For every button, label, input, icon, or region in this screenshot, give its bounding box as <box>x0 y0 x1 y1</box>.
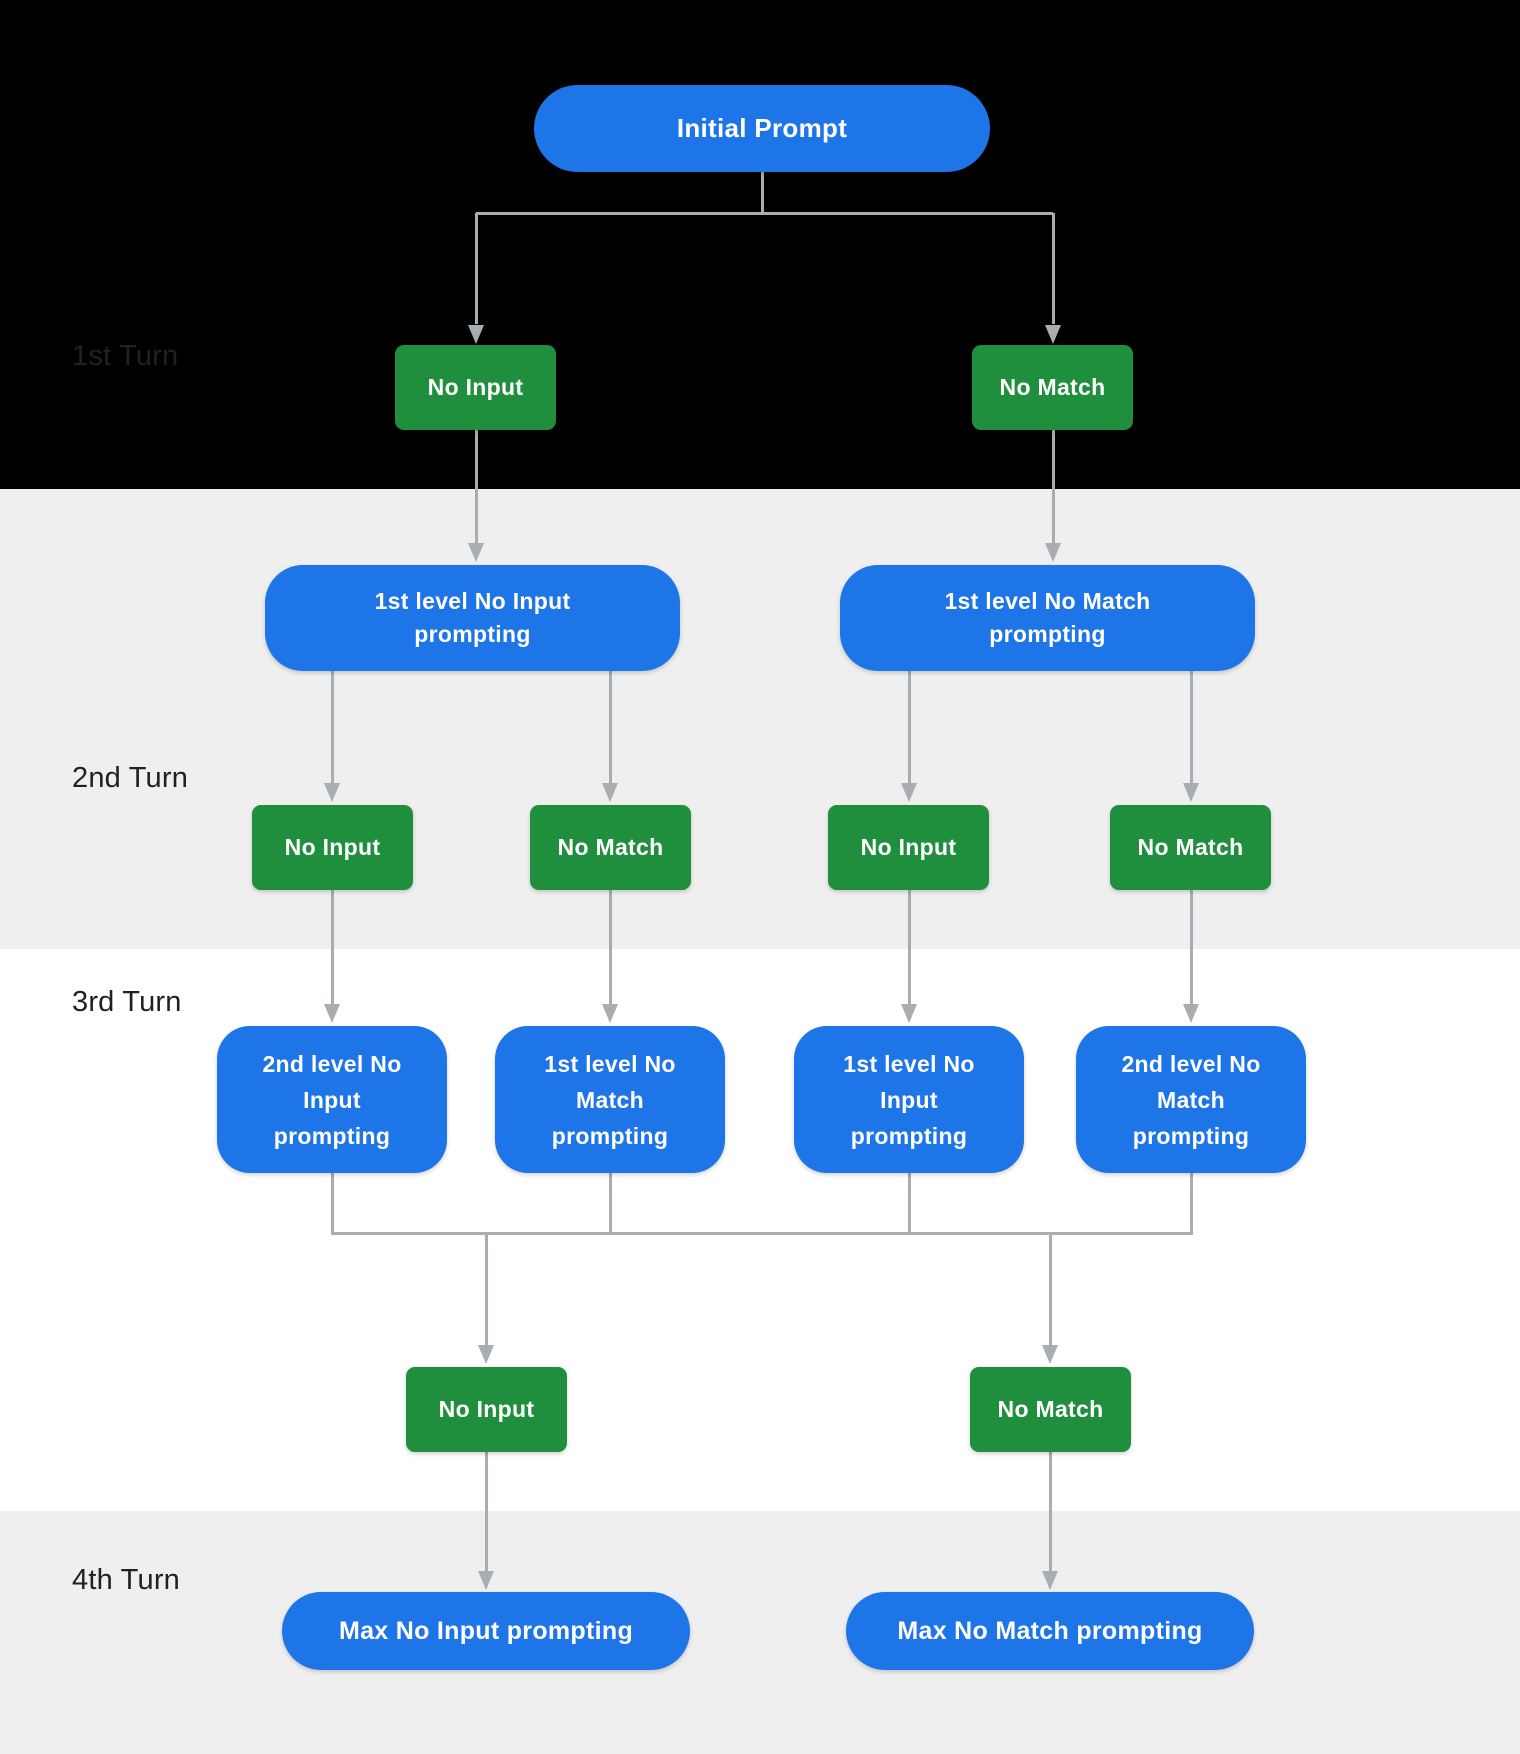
arrowhead-left-leg <box>468 325 484 344</box>
arrowhead-merge-left <box>478 1345 494 1364</box>
connector-t3-stem-2 <box>608 890 612 1004</box>
arrowhead-merge-right <box>1042 1345 1058 1364</box>
node-t1-no-match: No Match <box>972 345 1133 430</box>
node-t3-2nd-no-input-prompting: 2nd level No Input prompting <box>217 1026 447 1173</box>
connector-t2-stem-3 <box>907 671 911 783</box>
arrowhead-nomatch1-prompt <box>1045 543 1061 562</box>
arrowhead-t3-stem-2 <box>602 1004 618 1023</box>
connector-merge-stub-1 <box>330 1173 334 1233</box>
connector-t3-stem-1 <box>330 890 334 1004</box>
connector-merge-stub-3 <box>907 1173 911 1233</box>
connector-merge-stub-2 <box>608 1173 612 1233</box>
connector-tbar <box>476 211 1053 215</box>
connector-nomatch1-prompt <box>1051 430 1055 543</box>
connector-t2-stem-1 <box>330 671 334 783</box>
connector-merge-right <box>1048 1233 1052 1345</box>
connector-merge-left <box>484 1233 488 1345</box>
band-turn-4 <box>0 1511 1520 1754</box>
arrowhead-t3-stem-1 <box>324 1004 340 1023</box>
arrowhead-t2-stem-2 <box>602 783 618 802</box>
turn-label-3: 3rd Turn <box>72 986 182 1018</box>
turn-label-2: 2nd Turn <box>72 762 189 794</box>
connector-merge-bar <box>330 1231 1193 1235</box>
band-turn-1 <box>0 0 1520 489</box>
arrowhead-t2-stem-1 <box>324 783 340 802</box>
connector-max-left <box>484 1452 488 1571</box>
turn-label-1: 1st Turn <box>72 340 179 372</box>
node-t3-2nd-no-match-prompting: 2nd level No Match prompting <box>1076 1026 1306 1173</box>
arrowhead-max-right <box>1042 1571 1058 1590</box>
connector-trunk <box>760 172 764 213</box>
connector-t2-stem-2 <box>608 671 612 783</box>
connector-t2-stem-4 <box>1189 671 1193 783</box>
arrowhead-noinput1-prompt <box>468 543 484 562</box>
connector-right-leg <box>1051 213 1055 324</box>
node-t2-no-match-prompting: 1st level No Match prompting <box>840 565 1255 671</box>
arrowhead-t2-stem-3 <box>901 783 917 802</box>
arrowhead-max-left <box>478 1571 494 1590</box>
connector-noinput1-prompt <box>474 430 478 543</box>
arrowhead-t2-stem-4 <box>1183 783 1199 802</box>
node-t2-no-match-b: No Match <box>1110 805 1271 890</box>
arrowhead-right-leg <box>1045 325 1061 344</box>
node-max-no-match-prompting: Max No Match prompting <box>846 1592 1254 1670</box>
node-t3-no-input: No Input <box>406 1367 567 1452</box>
node-t2-no-input-prompting: 1st level No Input prompting <box>265 565 680 671</box>
arrowhead-t3-stem-4 <box>1183 1004 1199 1023</box>
connector-t3-stem-4 <box>1189 890 1193 1004</box>
connector-merge-stub-4 <box>1189 1173 1193 1233</box>
node-t2-no-input-b: No Input <box>828 805 989 890</box>
connector-left-leg <box>474 213 478 324</box>
node-t2-no-input-a: No Input <box>252 805 413 890</box>
node-t3-no-match: No Match <box>970 1367 1131 1452</box>
band-turn-2 <box>0 489 1520 949</box>
node-t3-1st-no-input-prompting: 1st level No Input prompting <box>794 1026 1024 1173</box>
turn-label-4: 4th Turn <box>72 1564 180 1596</box>
node-initial-prompt: Initial Prompt <box>534 85 990 172</box>
connector-t3-stem-3 <box>907 890 911 1004</box>
arrowhead-t3-stem-3 <box>901 1004 917 1023</box>
node-t2-no-match-a: No Match <box>530 805 691 890</box>
node-t3-1st-no-match-prompting: 1st level No Match prompting <box>495 1026 725 1173</box>
connector-max-right <box>1048 1452 1052 1571</box>
node-max-no-input-prompting: Max No Input prompting <box>282 1592 690 1670</box>
node-t1-no-input: No Input <box>395 345 556 430</box>
